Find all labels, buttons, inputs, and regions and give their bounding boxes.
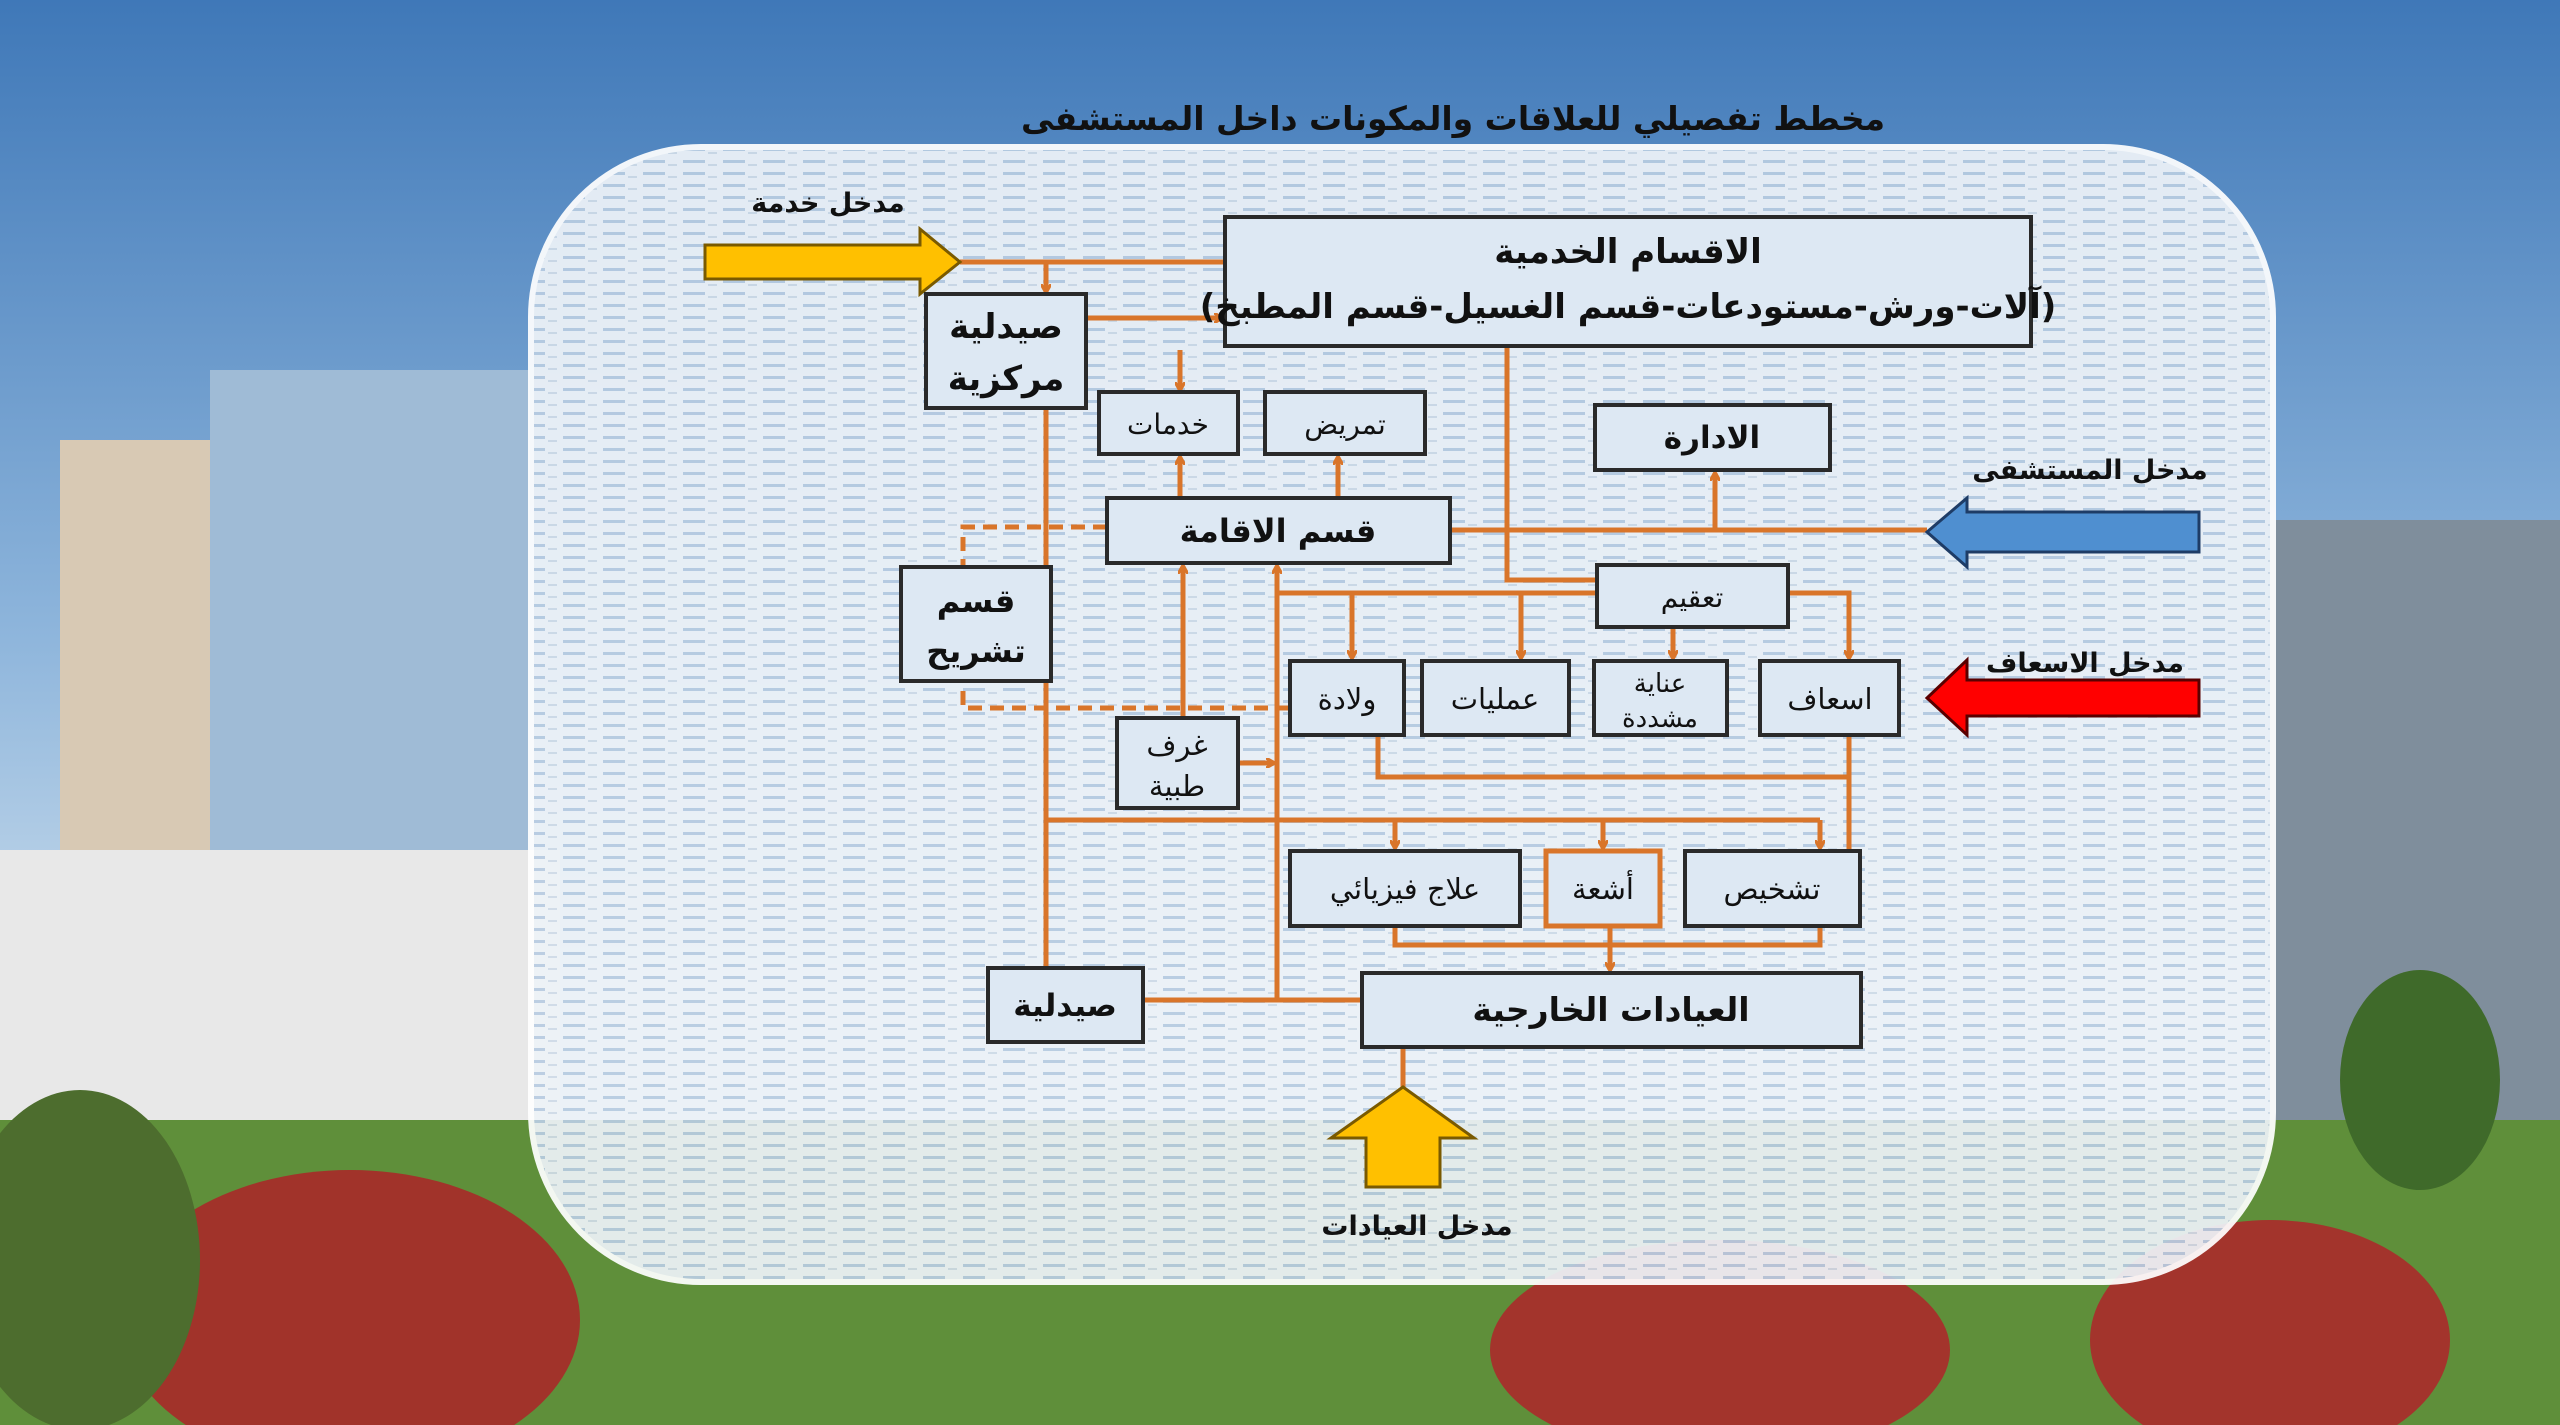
label: عناية (1634, 669, 1686, 699)
box-central-pharmacy: صيدلية مركزية (924, 292, 1088, 410)
label: صيدلية (1013, 988, 1117, 1024)
emergency-entrance-label: مدخل الاسعاف (1986, 648, 2184, 679)
box-anatomy: قسم تشريح (899, 565, 1053, 683)
box-emergency: اسعاف (1758, 659, 1901, 737)
label: مشددة (1622, 704, 1698, 734)
box-maternity: ولادة (1288, 659, 1406, 737)
label: العيادات الخارجية (1472, 990, 1749, 1029)
label: أشعة (1572, 869, 1634, 906)
connectors (960, 259, 1927, 1090)
tree (2340, 970, 2500, 1190)
box-sterilization: تعقيم (1595, 563, 1790, 629)
service-entrance-arrow-icon (703, 225, 963, 298)
label: الادارة (1664, 420, 1760, 456)
building-left-glass (210, 370, 530, 920)
label: مركزية (948, 359, 1065, 399)
label: تمريض (1304, 408, 1386, 441)
box-pharmacy: صيدلية (986, 966, 1145, 1044)
hospital-entrance-arrow-icon (1924, 494, 2201, 571)
box-administration: الادارة (1593, 403, 1832, 472)
tree (2090, 1220, 2450, 1425)
box-services: خدمات (1097, 390, 1240, 456)
label: خدمات (1127, 408, 1209, 441)
hospital-entrance-label: مدخل المستشفى (1972, 455, 2208, 486)
box-operations: عمليات (1420, 659, 1571, 737)
box-medical-rooms: غرف طبية (1115, 716, 1240, 810)
clinics-entrance-arrow-icon (1326, 1085, 1479, 1189)
box-radiology: أشعة (1543, 848, 1663, 929)
label: قسم الاقامة (1180, 512, 1377, 550)
label: قسم (937, 582, 1016, 620)
box-outpatient-clinics: العيادات الخارجية (1360, 971, 1863, 1049)
box-inpatient: قسم الاقامة (1105, 496, 1452, 565)
box-diagnosis: تشخيص (1683, 849, 1862, 928)
tree (120, 1170, 580, 1425)
box-icu: عناية مشددة (1592, 659, 1729, 737)
label: ولادة (1318, 682, 1377, 716)
label: اسعاف (1787, 682, 1872, 716)
services-subtitle: (آلات-ورش-مستودعات-قسم الغسيل-قسم المطبخ… (1200, 285, 2057, 327)
label: تشخيص (1724, 872, 1821, 906)
emergency-entrance-arrow-icon (1924, 656, 2201, 739)
box-physiotherapy: علاج فيزيائي (1288, 849, 1522, 928)
clinics-entrance-label: مدخل العيادات (1321, 1211, 1512, 1242)
label: غرف (1146, 728, 1207, 762)
emergency-entrance: مدخل الاسعاف (1924, 648, 2201, 739)
label: تشريح (926, 632, 1026, 670)
service-entrance: مدخل خدمة (703, 188, 963, 298)
label: علاج فيزيائي (1330, 872, 1480, 907)
label: صيدلية (949, 307, 1063, 347)
label: تعقيم (1661, 581, 1724, 614)
services-title: الاقسام الخدمية (1494, 232, 1761, 272)
hospital-entrance: مدخل المستشفى (1924, 455, 2208, 571)
label: عمليات (1451, 682, 1540, 716)
tree (0, 1090, 200, 1425)
clinics-entrance: مدخل العيادات (1321, 1085, 1513, 1242)
box-nursing: تمريض (1263, 390, 1427, 456)
box-service-departments: الاقسام الخدمية (آلات-ورش-مستودعات-قسم ا… (1200, 215, 2057, 348)
label: طبية (1149, 769, 1205, 803)
service-entrance-label: مدخل خدمة (751, 188, 904, 219)
tree (1490, 1240, 1950, 1425)
diagram-title: مخطط تفصيلي للعلاقات والمكونات داخل المس… (1021, 99, 1885, 139)
